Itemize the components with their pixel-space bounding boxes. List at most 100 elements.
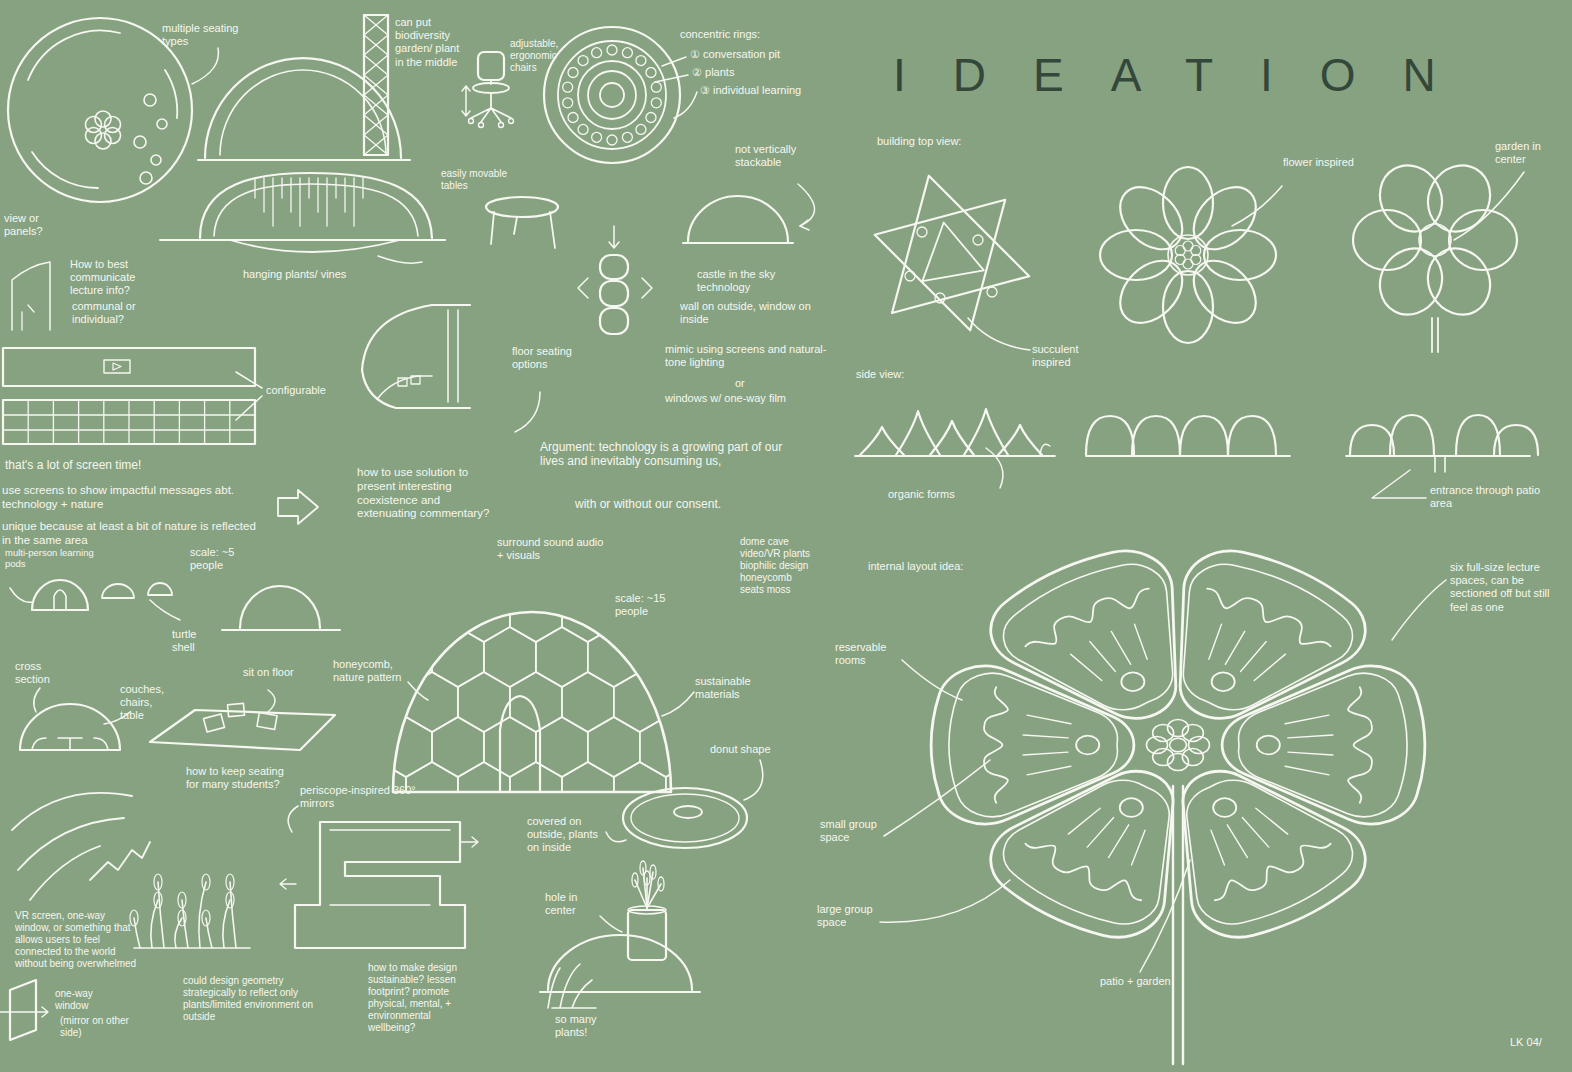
plant-ring <box>651 82 661 92</box>
lecture-space-inner <box>1183 564 1352 709</box>
seating-row <box>1241 641 1267 671</box>
note-label: so many plants! <box>555 1013 619 1039</box>
garden-tower <box>364 15 388 155</box>
flower-petal <box>1108 249 1194 335</box>
note-label: not vertically stackable <box>735 143 817 169</box>
tower-lattice <box>364 55 388 75</box>
tower-lattice <box>364 35 388 55</box>
seating-row <box>1227 825 1247 858</box>
seating-row <box>1109 825 1129 858</box>
stack-module <box>600 281 628 306</box>
center-garden <box>95 111 111 127</box>
note-label: or <box>735 377 765 390</box>
view-curve <box>30 846 100 900</box>
central-garden <box>1170 738 1187 752</box>
bush-sketch <box>1040 444 1050 455</box>
seating-row <box>1027 766 1071 775</box>
hanging-vine <box>263 178 264 212</box>
reservable-room <box>1207 589 1330 647</box>
note-label: with or without our consent. <box>575 497 785 511</box>
dome-outline <box>205 58 401 158</box>
chair-wheel <box>479 123 484 128</box>
mirror-arrow <box>280 879 296 889</box>
lecture-space <box>931 666 1134 824</box>
plant-ring <box>592 48 602 58</box>
grid-line <box>103 400 104 444</box>
grid-line <box>229 400 230 444</box>
grass-blade <box>230 882 236 948</box>
seat-pod <box>134 136 146 148</box>
concentric-ring <box>588 71 636 119</box>
flower-side <box>1494 425 1538 455</box>
seating-row <box>1209 624 1222 659</box>
succulent-plant <box>917 227 927 237</box>
note-label: surround sound audio + visuals <box>497 536 612 562</box>
small-group-space <box>1121 672 1144 691</box>
center-garden <box>105 128 121 144</box>
leader-line <box>288 806 298 832</box>
plant-ring <box>636 124 646 134</box>
view-curve <box>12 793 132 830</box>
note-label: windows w/ one-way film <box>665 392 835 405</box>
hanging-vine <box>308 178 309 198</box>
seating-row <box>1090 641 1116 671</box>
small-group-space <box>1213 798 1236 817</box>
pod-cushion <box>411 376 420 384</box>
pod-screen <box>448 310 458 402</box>
note-label: (mirror on other side) <box>60 1015 135 1039</box>
note-label: organic forms <box>888 488 1018 501</box>
note-label: turtle shell <box>172 628 222 654</box>
page-title: IDEATION <box>893 52 1483 98</box>
plant-leaf <box>658 877 664 891</box>
dome-base <box>230 240 400 252</box>
pod-seat <box>378 376 432 398</box>
note-label: easily movable tables <box>441 168 515 192</box>
donut-shape <box>623 788 747 848</box>
hanging-vine <box>254 178 255 198</box>
plant-ring <box>563 82 573 92</box>
succulent-plant <box>987 287 997 297</box>
note-label: view or panels? <box>4 212 60 238</box>
crack-line <box>90 842 150 880</box>
table-top <box>486 197 558 217</box>
honeycomb-cell <box>562 582 614 642</box>
grass-leaf <box>154 874 162 890</box>
ground-line <box>683 242 793 244</box>
small-group-space <box>1120 798 1143 817</box>
screen-grid <box>3 400 255 444</box>
note-label: wall on outside, window on inside <box>680 300 820 326</box>
ground-line <box>855 455 1055 457</box>
note-label: sit on floor <box>243 666 299 679</box>
note-label: ① conversation pit <box>690 48 840 61</box>
dome-inner <box>220 70 386 155</box>
grid-line <box>179 400 180 444</box>
learning-pod <box>102 584 134 598</box>
flower-side <box>1390 415 1434 455</box>
note-label: donut shape <box>710 743 772 756</box>
honeycomb-cell <box>432 807 484 867</box>
note-label: use screens to show impactful messages a… <box>2 484 242 512</box>
grass-leaf <box>226 892 234 908</box>
garden-center <box>1168 235 1208 275</box>
note-label: communal or individual? <box>72 300 162 326</box>
hollow-arrow <box>278 490 318 524</box>
lecture-space-inner <box>1187 780 1353 924</box>
plant-ring <box>636 56 646 66</box>
note-label: ③ individual learning <box>700 84 850 97</box>
ground-line <box>134 947 250 949</box>
hanging-vine <box>362 178 363 198</box>
note-label: adjustable, ergonomic chairs <box>510 38 566 74</box>
flower-side <box>1228 416 1276 455</box>
leader-line <box>1140 860 1190 972</box>
note-label: flower inspired <box>1283 156 1355 169</box>
plant-ring <box>578 124 588 134</box>
plant-ring <box>592 132 602 142</box>
note-label: couches, chairs, table <box>120 683 176 723</box>
succulent-side <box>896 411 940 455</box>
seat-pod <box>144 94 156 106</box>
seating-row <box>1288 735 1333 738</box>
leader-line <box>606 832 626 842</box>
note-label: could design geometry strategically to r… <box>183 975 333 1023</box>
honeycomb-cell <box>328 717 380 777</box>
seating-ring <box>32 152 98 188</box>
